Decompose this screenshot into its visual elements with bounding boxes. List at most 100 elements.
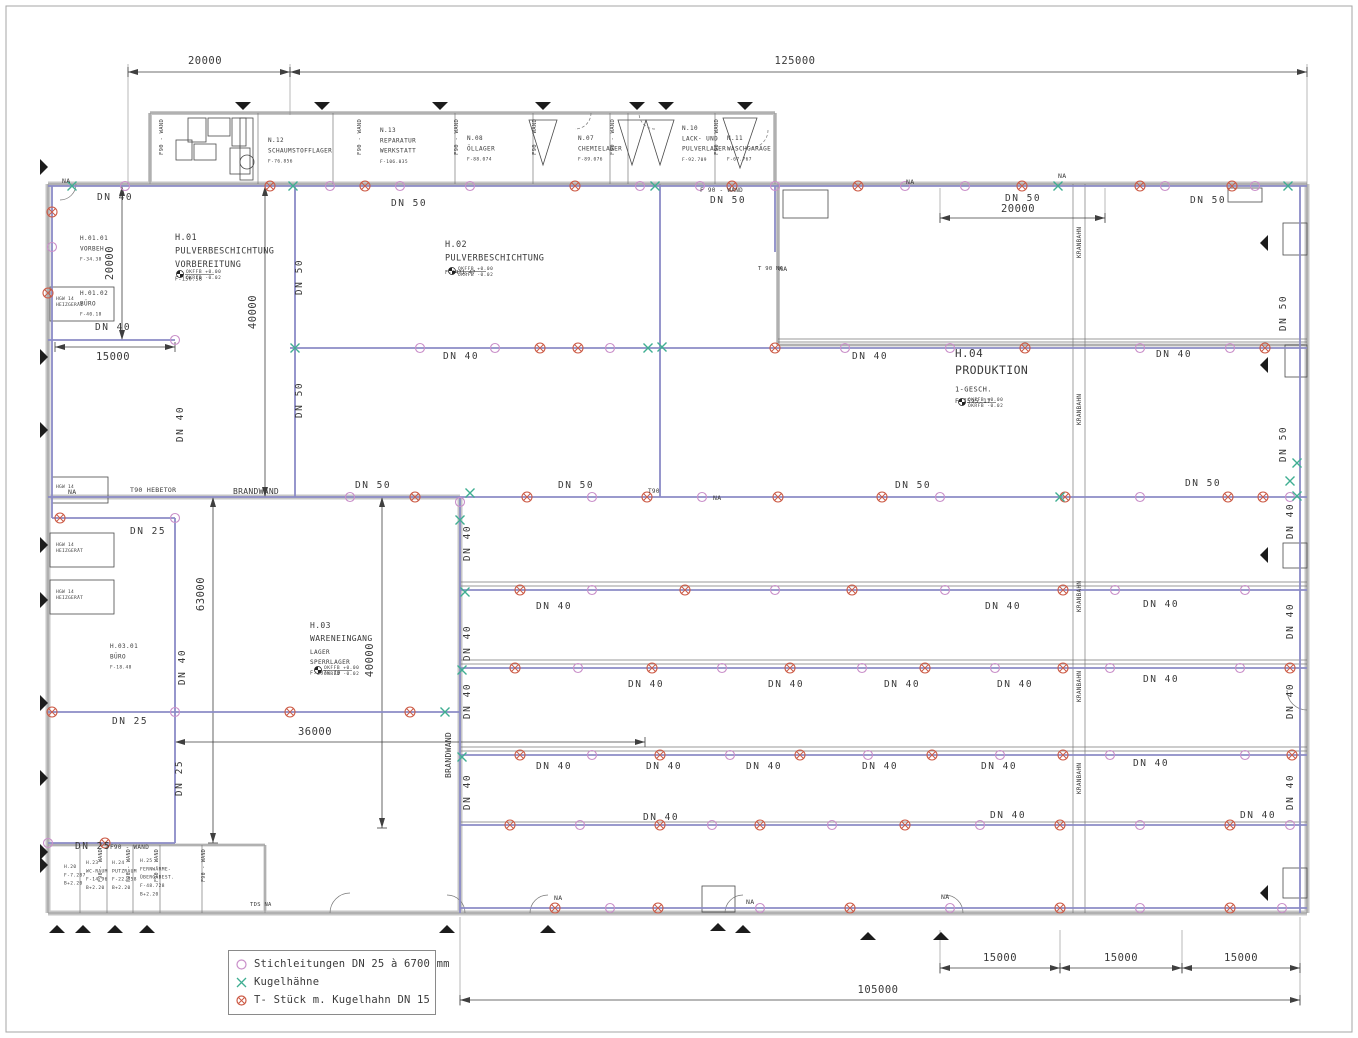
t-piece-cross xyxy=(796,751,804,759)
room-label: WERKSTATT xyxy=(380,148,416,155)
room-label: H.25 xyxy=(140,858,152,864)
t-piece-icon xyxy=(99,837,111,849)
room-label: F-2876.19 xyxy=(310,670,341,676)
door-marker-triangle xyxy=(40,422,48,438)
t-piece-icon xyxy=(876,491,888,503)
dn-label-rotated: DN 40 xyxy=(462,683,473,719)
dn-label-rotated: DN 40 xyxy=(1285,774,1296,810)
dim-arrow xyxy=(1060,965,1070,971)
dn-label-rotated: DN 40 xyxy=(462,625,473,661)
fixture-rect xyxy=(175,139,193,161)
stub-circle-icon xyxy=(724,749,736,761)
dn-label: DN 40 xyxy=(1133,758,1169,769)
stub-circle-icon xyxy=(1134,342,1146,354)
dn-label-rotated: DN 40 xyxy=(462,525,473,561)
stub-circle-icon xyxy=(119,180,131,192)
annotation-label: F90 - WAND xyxy=(532,119,538,155)
room-label: N.07 xyxy=(578,135,594,142)
door-marker-triangle xyxy=(1260,547,1268,563)
dn-label: DN 50 xyxy=(1185,478,1221,489)
t-piece-icon xyxy=(654,819,666,831)
room-label: H.24 xyxy=(112,860,124,866)
stub-circle-icon xyxy=(944,902,956,914)
room-label: WARENEINGANG xyxy=(310,634,373,643)
t-piece-cross xyxy=(1021,344,1029,352)
dn-label: DN 40 xyxy=(536,761,572,772)
room-label: F-7595.17 xyxy=(955,398,991,405)
annotation-label: NA xyxy=(68,488,76,496)
annotation-label: BRANDWAND xyxy=(233,487,279,496)
door-leaf-triangle xyxy=(645,119,675,167)
ball-valve-icon xyxy=(1285,476,1295,486)
t-piece-cross xyxy=(1136,182,1144,190)
elevation-marker-quadrant xyxy=(318,670,322,674)
stub-circle-icon xyxy=(574,819,586,831)
fixture-rect xyxy=(1227,187,1263,203)
t-piece-icon xyxy=(679,584,691,596)
door-marker-triangle xyxy=(40,844,48,860)
annotation-label: F90 - WAND xyxy=(201,849,207,882)
dn-label-rotated: DN 40 xyxy=(462,774,473,810)
t-piece-icon xyxy=(1057,584,1069,596)
room-label: N.12 xyxy=(268,137,284,144)
stub-circle-icon xyxy=(1284,491,1296,503)
door-marker-triangle xyxy=(1260,357,1268,373)
t-piece-icon xyxy=(1259,342,1271,354)
annotation-label: T 90 NA xyxy=(758,266,784,272)
door-marker-triangle xyxy=(658,102,674,110)
stub-circle-icon xyxy=(394,180,406,192)
dim-label: 63000 xyxy=(195,577,207,611)
annotation-label: NA xyxy=(746,898,754,906)
stub-circle-icon xyxy=(634,180,646,192)
t-piece-cross xyxy=(511,664,519,672)
dim-arrow xyxy=(940,215,950,221)
t-piece-icon xyxy=(654,749,666,761)
dim-arrow xyxy=(1297,69,1307,75)
dn-label: DN 40 xyxy=(997,679,1033,690)
annotation-label: F90 - WAND xyxy=(610,119,616,155)
elevation-value: OKRFB -0.02 xyxy=(968,403,1003,409)
door-marker-triangle xyxy=(40,159,48,175)
door-leaf-triangle xyxy=(528,119,558,167)
t-piece-icon xyxy=(1257,491,1269,503)
t-piece-cross xyxy=(551,904,559,912)
stub-circle-icon xyxy=(454,496,466,508)
dim-label: 15000 xyxy=(1224,952,1258,964)
dim-arrow xyxy=(1172,965,1182,971)
annotation-label: NA xyxy=(62,177,70,185)
t-piece-icon xyxy=(46,706,58,718)
elevation-value: OKRFB -0.02 xyxy=(186,275,221,281)
fixture-rect xyxy=(701,885,736,913)
t-piece-cross xyxy=(1056,904,1064,912)
annotation-label: F90 - WAND xyxy=(357,119,363,155)
annotation-label: NA xyxy=(554,894,562,902)
stub-circle-icon xyxy=(604,342,616,354)
dim-arrow xyxy=(119,186,125,196)
t-piece-icon xyxy=(1057,662,1069,674)
t-piece-cross xyxy=(848,586,856,594)
annotation-label: NA xyxy=(1058,172,1066,180)
stub-circle-icon xyxy=(706,819,718,831)
stub-circle-icon xyxy=(856,662,868,674)
stub-circle-icon xyxy=(994,749,1006,761)
ball-valve-icon xyxy=(290,343,300,353)
elevation-value: OKFFB +0.00 xyxy=(968,397,1003,403)
dn-label-rotated: DN 40 xyxy=(1285,603,1296,639)
t-piece-icon xyxy=(1224,902,1236,914)
fixture-rect xyxy=(1282,542,1308,569)
room-label: B+2.20 xyxy=(112,885,131,891)
dn-label: DN 40 xyxy=(768,679,804,690)
elevation-marker-quadrant xyxy=(314,666,318,670)
dn-label: DN 25 xyxy=(112,716,148,727)
dim-arrow xyxy=(379,497,385,507)
door-marker-triangle xyxy=(710,923,726,931)
annotation-label: HEIZGERÄT xyxy=(56,301,83,308)
stub-circle-icon xyxy=(1159,180,1171,192)
t-piece-icon xyxy=(1019,342,1031,354)
dn-label: DN 40 xyxy=(1156,349,1192,360)
dn-label: DN 50 xyxy=(391,198,427,209)
dn-label: DN 50 xyxy=(1005,193,1041,204)
t-piece-cross xyxy=(656,821,664,829)
ball-valve-icon xyxy=(465,488,475,498)
t-piece-cross xyxy=(571,182,579,190)
